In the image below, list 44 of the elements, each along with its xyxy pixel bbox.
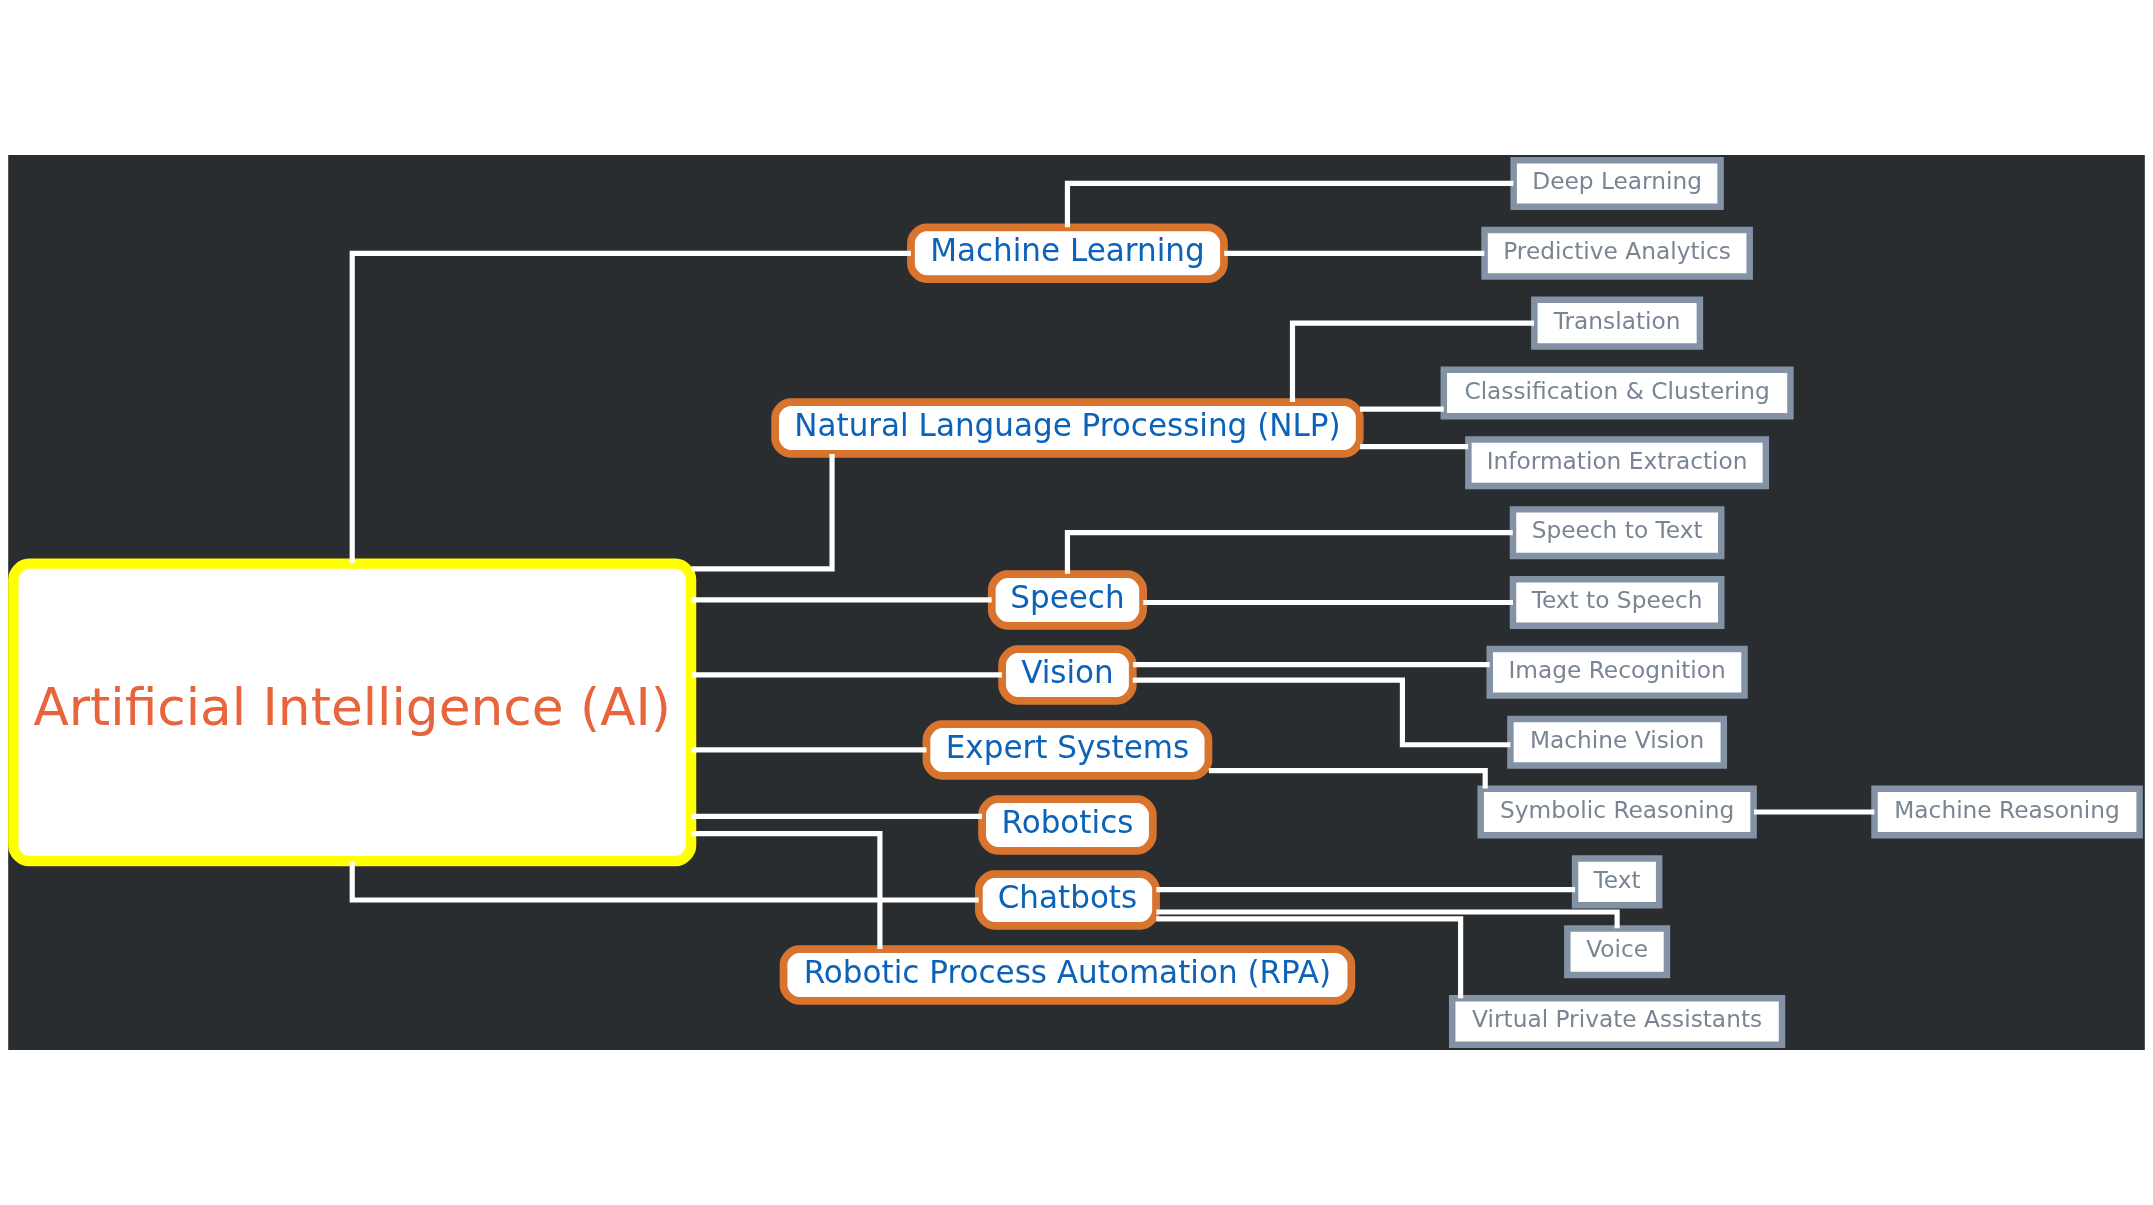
connector (1754, 809, 1875, 815)
node-box: Machine Reasoning (1871, 785, 2143, 839)
node-box: Machine Learning (907, 223, 1228, 284)
node-box: Expert Systems (922, 720, 1213, 780)
connector (1360, 444, 1469, 450)
connector (1156, 887, 1576, 893)
connector (1360, 406, 1444, 412)
node-box: Deep Learning (1510, 156, 1724, 210)
connector (691, 831, 883, 950)
node-box: Translation (1531, 296, 1704, 350)
node-box: Natural Language Processing (NLP) (771, 398, 1364, 458)
node-box: Text to Speech (1509, 576, 1725, 629)
node-box: Machine Vision (1507, 715, 1728, 769)
connector (1132, 677, 1511, 748)
connector (1208, 768, 1488, 789)
connector (1143, 599, 1513, 606)
node-box: Image Recognition (1486, 645, 1748, 699)
connector (691, 813, 983, 819)
connector (1064, 530, 1513, 574)
node-box: Text (1571, 855, 1663, 909)
node-box: Classification & Clustering (1440, 366, 1794, 420)
connector (1224, 250, 1485, 256)
connector (691, 747, 927, 753)
connector (1156, 916, 1464, 999)
node-box: Robotic Process Automation (RPA) (779, 945, 1356, 1005)
connector (1133, 662, 1490, 668)
node-box: Speech (987, 570, 1147, 630)
node-box: Information Extraction (1465, 436, 1770, 490)
node-box: Symbolic Reasoning (1477, 785, 1757, 839)
node-box: Vision (998, 645, 1137, 705)
node-box: Chatbots (974, 870, 1160, 930)
connector (691, 672, 1002, 678)
connector (1064, 180, 1514, 228)
node-box: Speech to Text (1509, 506, 1725, 560)
connector (1156, 909, 1620, 929)
node-box: Virtual Private Assistants (1449, 995, 1786, 1049)
node-box: Artificial Intelligence (AI) (8, 558, 697, 867)
connector (349, 250, 911, 564)
node-box: Robotics (978, 795, 1157, 855)
connector (1289, 320, 1534, 402)
connector (691, 597, 992, 603)
connector (691, 454, 835, 572)
node-box: Voice (1564, 925, 1671, 979)
node-box: Predictive Analytics (1481, 226, 1753, 280)
